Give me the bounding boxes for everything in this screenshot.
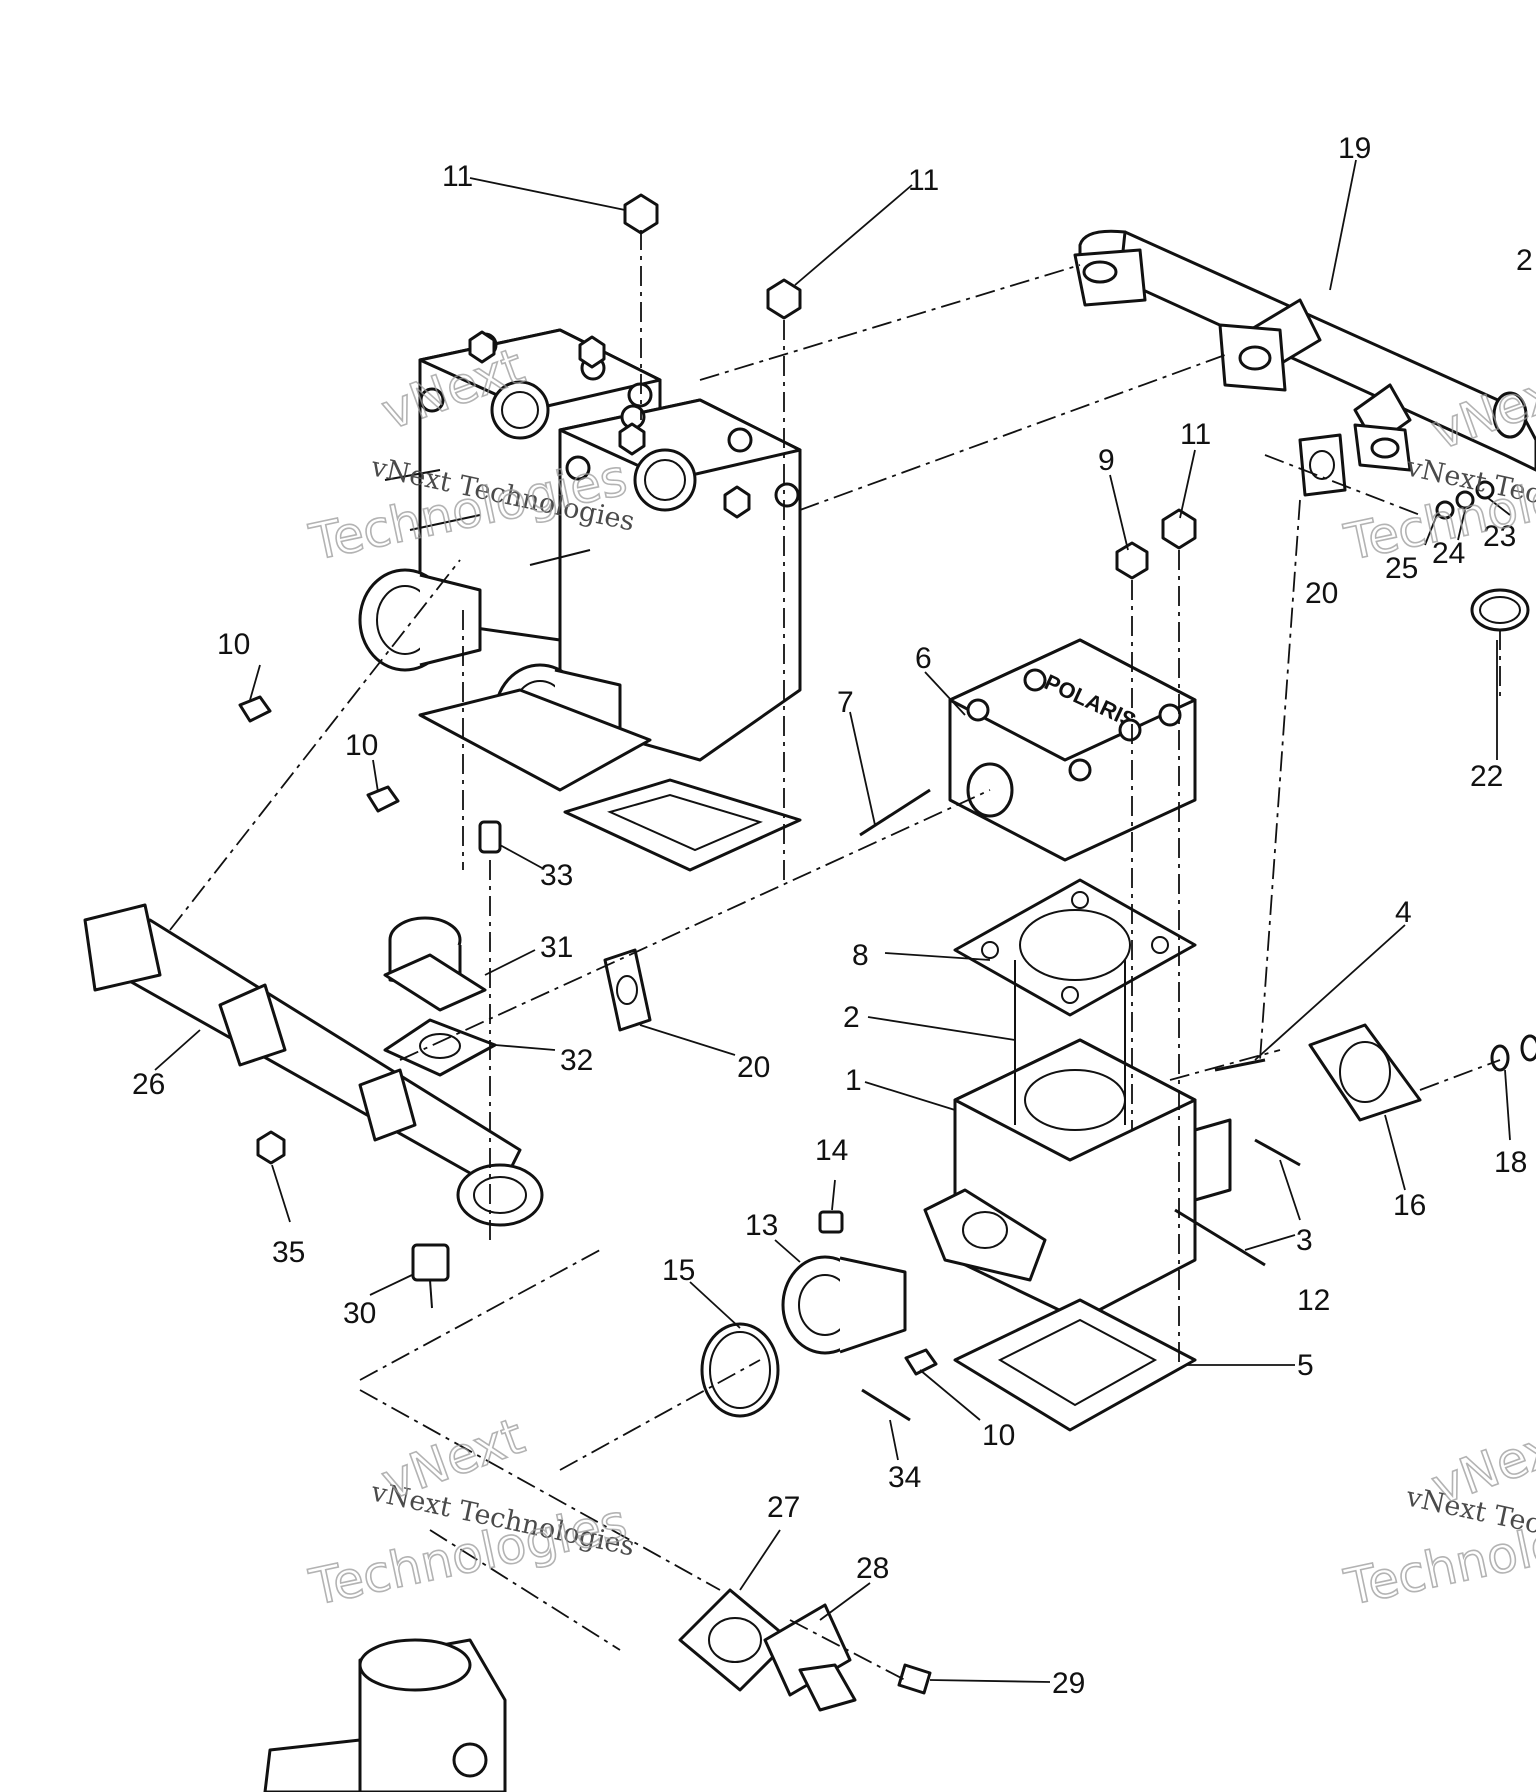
callout-10: 10 — [345, 729, 378, 762]
exhaust-manifold-19 — [1073, 229, 1536, 472]
callout-33: 33 — [540, 859, 573, 892]
callout-11: 11 — [1180, 418, 1211, 451]
callout-9: 9 — [1098, 444, 1115, 477]
callout-14: 14 — [815, 1134, 848, 1167]
callout-15: 15 — [662, 1254, 695, 1287]
callout-labels: 11 11 19 2 11 9 20 25 24 23 22 10 6 7 10… — [132, 132, 1533, 1700]
cylinder-head-6: POLARIS — [948, 638, 1197, 862]
callout-23: 23 — [1483, 520, 1516, 553]
callout-35: 35 — [272, 1236, 305, 1269]
callout-11: 11 — [908, 164, 939, 197]
callout-11: 11 — [442, 160, 473, 193]
fasteners — [238, 193, 1536, 1695]
callout-10: 10 — [217, 628, 250, 661]
exhaust-gasket-20-left — [603, 948, 652, 1032]
callout-29: 29 — [1052, 1667, 1085, 1700]
water-outlet-28 — [763, 1603, 857, 1712]
callout-25: 25 — [1385, 552, 1418, 585]
callout-1: 1 — [845, 1064, 862, 1097]
callout-26: 26 — [132, 1068, 165, 1101]
callout-20: 20 — [737, 1051, 770, 1084]
callout-7: 7 — [837, 686, 854, 719]
callout-4: 4 — [1395, 896, 1412, 929]
callout-32: 32 — [560, 1044, 593, 1077]
cylinder-1 — [923, 960, 1232, 1322]
leader-lines — [154, 159, 1511, 1683]
callout-13: 13 — [745, 1209, 778, 1242]
base-gasket-5 — [953, 1298, 1197, 1432]
callout-31: 31 — [540, 931, 573, 964]
callout-2: 2 — [843, 1001, 860, 1034]
callout-12: 12 — [1297, 1284, 1330, 1317]
head-gasket-8 — [953, 878, 1197, 1017]
callout-16: 16 — [1393, 1189, 1426, 1222]
clamp-15 — [700, 1322, 780, 1418]
callout-18: 18 — [1494, 1146, 1527, 1179]
callout-24: 24 — [1432, 537, 1465, 570]
callout-5: 5 — [1297, 1349, 1314, 1382]
callout-10: 10 — [982, 1419, 1015, 1452]
watermark-text: vNext — [1424, 1412, 1536, 1516]
callout-3: 3 — [1296, 1224, 1313, 1257]
carburetor — [263, 1638, 507, 1792]
intake-boot-13 — [781, 1255, 907, 1355]
callout-30: 30 — [343, 1297, 376, 1330]
callout-19: 19 — [1338, 132, 1371, 165]
callout-8: 8 — [852, 939, 869, 972]
callout-20: 20 — [1305, 577, 1338, 610]
callout-28: 28 — [856, 1552, 889, 1585]
engine-assembly-twin — [358, 328, 802, 872]
callout-22: 22 — [1470, 760, 1503, 793]
clamp-22 — [1470, 588, 1530, 632]
callout-6: 6 — [915, 642, 932, 675]
thermostat-gasket-32 — [383, 1018, 497, 1077]
centre-lines — [169, 230, 1501, 1681]
exhaust-gasket-20-right — [1298, 433, 1347, 497]
callout-27: 27 — [767, 1491, 800, 1524]
exhaust-gasket-16 — [1308, 1023, 1422, 1122]
callout-2-partial: 2 — [1516, 244, 1533, 277]
water-manifold-26 — [83, 903, 544, 1227]
thermostat-housing-31 — [383, 916, 487, 1012]
callout-34: 34 — [888, 1461, 921, 1494]
